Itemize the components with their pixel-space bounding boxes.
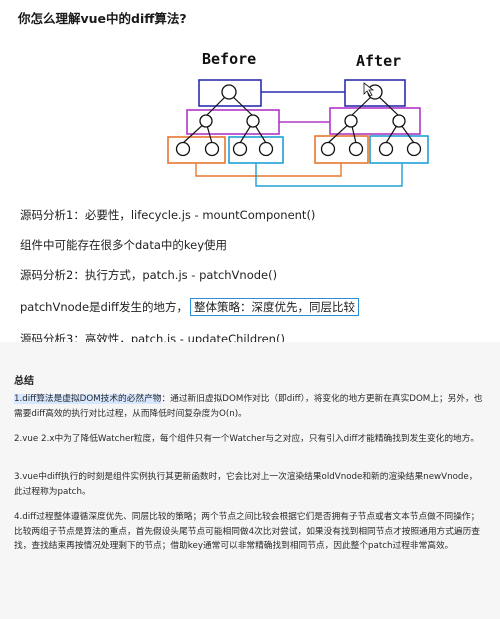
after-level1-box (344, 79, 406, 107)
page-title: 你怎么理解vue中的diff算法? (18, 11, 187, 26)
after-level2-box (329, 107, 421, 135)
mouse-cursor-icon (363, 82, 375, 97)
source-note-4: patchVnode是diff发生的地方，整体策略：深度优先，同层比较 (20, 298, 490, 316)
summary-section: 总结 1.diff算法是虚拟DOM技术的必然产物：通过新旧虚拟DOM作对比（即d… (0, 342, 500, 619)
before-tree (167, 79, 284, 164)
summary-point-1: 1.diff算法是虚拟DOM技术的必然产物：通过新旧虚拟DOM作对比（即diff… (14, 392, 486, 421)
source-notes: 源码分析1：必要性，lifecycle.js - mountComponent(… (20, 208, 490, 362)
level-connectors (195, 91, 403, 187)
summary-point-3: 3.vue中diff执行的时刻是组件实例执行其更新函数时，它会比对上一次渲染结果… (14, 472, 478, 497)
strategy-box: 整体策略：深度优先，同层比较 (189, 298, 359, 316)
diff-tree-diagram: Before After (167, 50, 429, 187)
source-note-4-text: patchVnode是diff发生的地方， (20, 300, 188, 314)
summary-point-1-highlight: 1.diff算法是虚拟DOM技术的必然产物 (14, 394, 162, 404)
summary-point-1-text: ：通过新旧虚拟DOM作对比（即diff），将变化的地方更新在真实DOM上；另外，… (14, 394, 483, 419)
after-label: After (356, 52, 401, 70)
before-label: Before (202, 50, 256, 68)
after-level3-right-box (369, 135, 429, 164)
summary-point-4: 4.diff过程整体遵循深度优先、同层比较的策略；两个节点之间比较会根据它们是否… (14, 512, 480, 551)
source-note-1: 源码分析1：必要性，lifecycle.js - mountComponent(… (20, 208, 316, 222)
summary-heading: 总结 (14, 376, 34, 387)
before-level1-box (198, 79, 262, 107)
summary-point-2: 2.vue 2.x中为了降低Watcher粒度，每个组件只有一个Watcher与… (14, 434, 480, 444)
source-note-3: 源码分析2：执行方式，patch.js - patchVnode() (20, 268, 278, 282)
source-note-2: 组件中可能存在很多个data中的key使用 (20, 238, 228, 252)
